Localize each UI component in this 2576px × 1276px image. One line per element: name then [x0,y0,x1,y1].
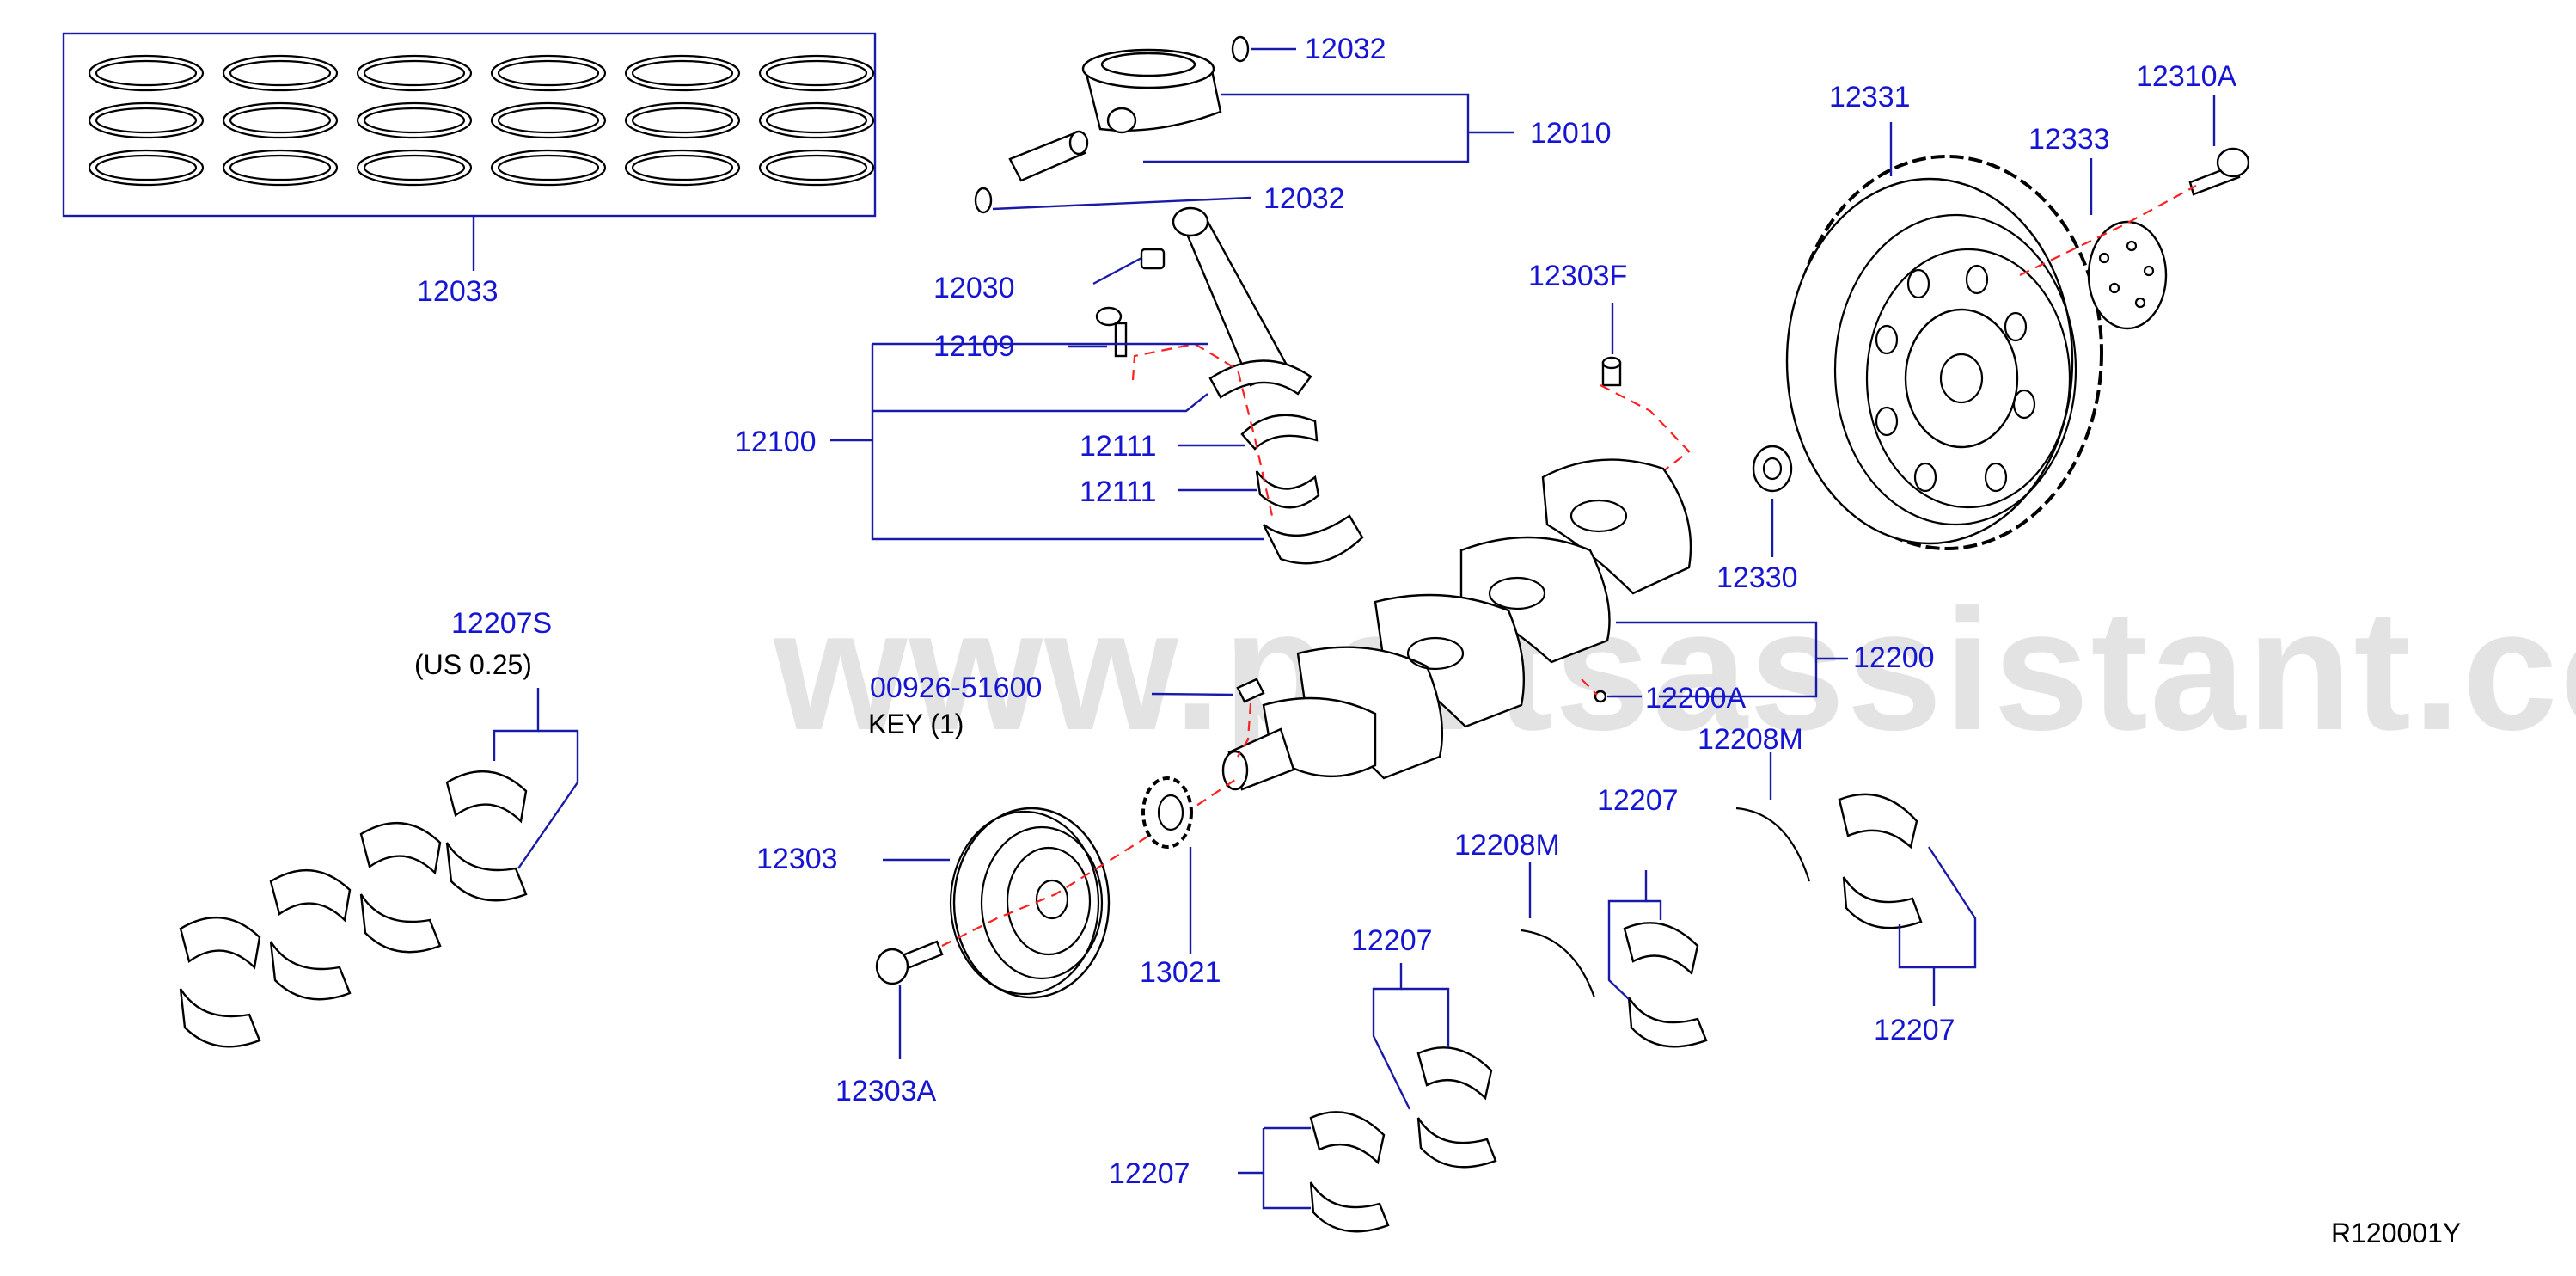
label-12330[interactable]: 12330 [1716,561,1798,594]
label-12331[interactable]: 12331 [1829,81,1911,113]
label-12033[interactable]: 12033 [417,275,499,308]
pilot-bushing-drawing[interactable] [1752,445,1793,493]
thrust-washer-left-drawing[interactable] [1521,929,1596,998]
label-12208M-right[interactable]: 12208M [1698,723,1803,756]
label-12032-bottom[interactable]: 12032 [1264,182,1345,215]
crank-plug-drawing[interactable] [1594,690,1607,703]
snap-ring-top-drawing[interactable] [1231,35,1250,63]
diagram-code: R120001Y [2331,1218,2462,1248]
label-12207-b[interactable]: 12207 [1597,784,1679,817]
key-drawing[interactable] [1236,678,1265,703]
con-rod-bearing-lower-drawing[interactable] [1255,470,1320,509]
thrust-washer-right-drawing[interactable] [1735,807,1811,882]
label-12010[interactable]: 12010 [1530,117,1612,150]
label-12303[interactable]: 12303 [756,843,838,875]
crank-bolt-drawing[interactable] [1601,356,1622,387]
crank-sprocket-drawing[interactable] [1141,776,1193,849]
label-12207-e[interactable]: 12207 [1109,1157,1190,1190]
label-12207S[interactable]: 12207S [451,607,553,640]
watermark: www.partsassistant.com [774,574,2576,766]
label-12032-top[interactable]: 12032 [1305,33,1386,65]
undersize-bearing-set-drawing[interactable] [179,770,528,1048]
label-13021[interactable]: 13021 [1140,956,1221,989]
label-12109[interactable]: 12109 [933,330,1015,363]
con-rod-bearing-upper-drawing[interactable] [1240,414,1319,451]
main-bearing-pair-d-drawing[interactable] [1416,1046,1497,1169]
label-12200A[interactable]: 12200A [1645,682,1747,715]
main-bearing-pair-c-drawing[interactable] [1838,793,1923,929]
label-12111-lower[interactable]: 12111 [1080,475,1157,508]
flywheel-drawing[interactable] [1785,155,2103,550]
reinforcement-plate-drawing[interactable] [2087,220,2168,330]
piston-pin-drawing[interactable] [1008,130,1089,182]
label-12208M-left[interactable]: 12208M [1454,829,1560,862]
label-12030[interactable]: 12030 [933,272,1015,304]
label-undersize-note: (US 0.25) [414,649,532,680]
connecting-rod-drawing[interactable] [1172,206,1312,399]
label-00926-51600[interactable]: 00926-51600 [870,672,1043,704]
label-12200[interactable]: 12200 [1853,641,1935,674]
crankshaft-drawing[interactable] [1221,458,1692,791]
label-key-note: KEY (1) [868,709,964,739]
label-12303F[interactable]: 12303F [1528,260,1628,292]
con-rod-cap-drawing[interactable] [1262,514,1364,565]
main-bearing-pair-b-drawing[interactable] [1623,922,1708,1048]
pulley-drawing[interactable] [949,807,1111,999]
main-bearing-pair-e-drawing[interactable] [1309,1111,1390,1233]
piston-drawing[interactable] [1081,48,1222,134]
label-12207-c[interactable]: 12207 [1874,1014,1955,1046]
snap-ring-bottom-drawing[interactable] [974,187,993,214]
label-12303A[interactable]: 12303A [835,1075,937,1107]
pulley-bolt-drawing[interactable] [875,940,944,985]
label-12207-d[interactable]: 12207 [1351,924,1433,957]
label-12310A[interactable]: 12310A [2136,60,2237,93]
bushing-drawing[interactable] [1140,248,1166,270]
flywheel-bolt-drawing[interactable] [2188,147,2250,196]
label-12333[interactable]: 12333 [2028,123,2110,156]
con-rod-bolt-drawing[interactable] [1095,306,1128,358]
label-12111-upper[interactable]: 12111 [1080,430,1157,463]
piston-ring-set-drawing[interactable] [62,32,877,218]
label-12100[interactable]: 12100 [735,426,817,458]
